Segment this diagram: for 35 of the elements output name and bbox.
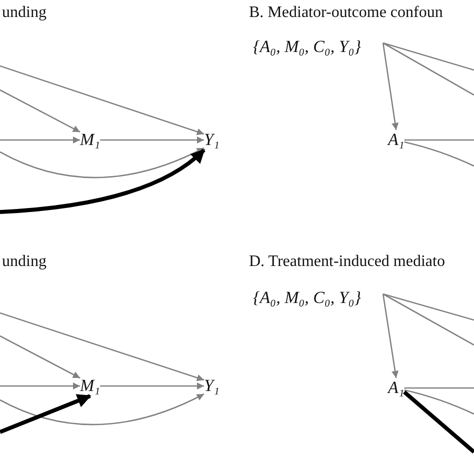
connector-line bbox=[404, 389, 474, 415]
arrow bbox=[0, 89, 80, 133]
variable-label: {A₀, M₀, C₀, Y₀} bbox=[253, 37, 384, 57]
arrow bbox=[0, 335, 80, 379]
arrow bbox=[0, 147, 204, 178]
arrow bbox=[382, 42, 399, 130]
panel-heading: D. Treatment-induced mediato bbox=[249, 252, 445, 272]
arrow bbox=[0, 65, 204, 136]
arrow bbox=[0, 393, 204, 426]
arrow bbox=[0, 394, 92, 434]
connector-line bbox=[404, 387, 474, 389]
connector-line bbox=[382, 42, 474, 96]
variable-label: M₁ bbox=[80, 376, 100, 396]
variable-label: Y₁ bbox=[204, 130, 220, 150]
arrow bbox=[0, 136, 80, 144]
arrow bbox=[382, 294, 399, 378]
arrow bbox=[100, 382, 204, 390]
connector-line bbox=[382, 42, 474, 71]
panel-heading: unding bbox=[2, 3, 46, 23]
variable-label: Y₁ bbox=[204, 376, 220, 396]
connector-line bbox=[402, 390, 474, 454]
connector-line bbox=[382, 293, 474, 346]
arrow bbox=[100, 136, 204, 144]
arrow bbox=[0, 312, 204, 382]
variable-label: M₁ bbox=[80, 130, 100, 150]
variable-label: A₁ bbox=[388, 130, 404, 150]
arrow bbox=[0, 382, 80, 390]
connector-line bbox=[404, 141, 474, 167]
panel-heading: unding bbox=[2, 252, 46, 272]
variable-label: {A₀, M₀, C₀, Y₀} bbox=[253, 288, 384, 308]
connector-line bbox=[404, 139, 474, 141]
connector-line bbox=[382, 293, 474, 321]
panel-heading: B. Mediator-outcome confoun bbox=[249, 3, 443, 23]
variable-label: A₁ bbox=[388, 378, 404, 398]
arrow bbox=[0, 148, 206, 214]
